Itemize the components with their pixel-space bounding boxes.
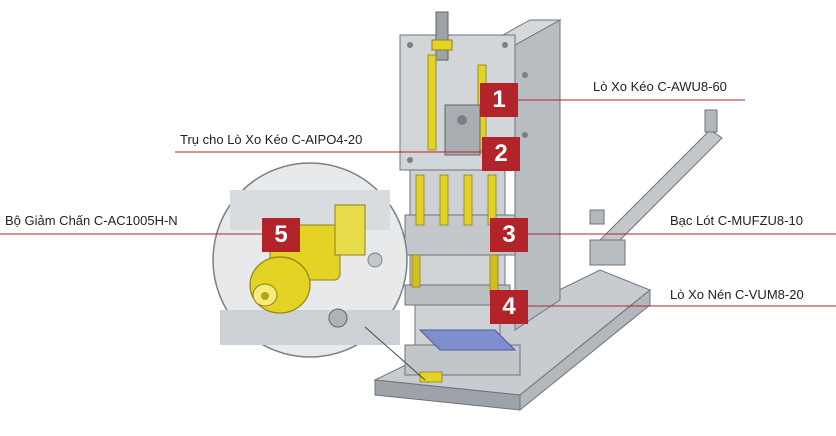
callout-label-4: Lò Xo Nén C-VUM8-20 bbox=[670, 287, 804, 302]
callout-label-5: Bộ Giảm Chấn C-AC1005H-N bbox=[5, 213, 178, 228]
callout-badge-5: 5 bbox=[262, 218, 300, 252]
linkage-block bbox=[444, 104, 481, 156]
handle-rod bbox=[431, 11, 453, 61]
zoom-inset bbox=[212, 162, 426, 381]
callout-badge-4: 4 bbox=[490, 290, 528, 324]
callout-badge-3: 3 bbox=[490, 218, 528, 252]
callout-label-2: Trụ cho Lò Xo Kéo C-AIPO4-20 bbox=[180, 132, 363, 147]
callout-badge-1: 1 bbox=[480, 83, 518, 117]
callout-label-3: Bạc Lót C-MUFZU8-10 bbox=[670, 213, 803, 228]
callout-label-1: Lò Xo Kéo C-AWU8-60 bbox=[593, 79, 727, 94]
callout-badge-2: 2 bbox=[482, 137, 520, 171]
damper-bottom bbox=[419, 371, 443, 383]
leader-lines bbox=[0, 99, 836, 307]
pneumatic-cylinder bbox=[589, 109, 723, 266]
blue-fixture bbox=[418, 329, 517, 351]
